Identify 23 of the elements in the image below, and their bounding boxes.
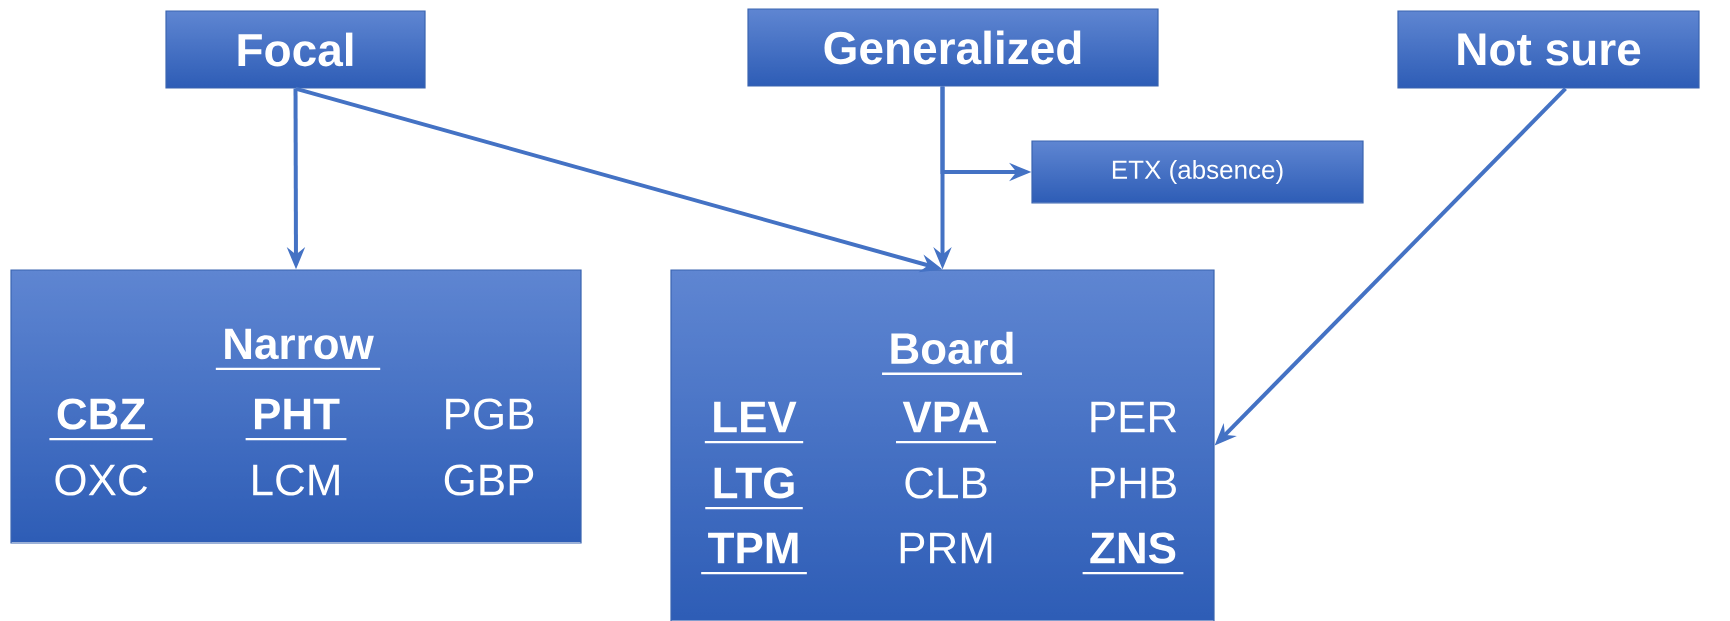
panel-heading: Narrow [215,328,381,371]
drug-label: CBZ [49,398,153,441]
drug-label: PGB [446,398,534,430]
drug-label: CLB [905,467,987,499]
drug-panel [10,269,582,544]
category-box: Generalized [747,8,1159,87]
drug-label: LCM [253,464,339,496]
drug-label: LTG [705,467,803,510]
drug-label: OXC [55,464,148,496]
category-box: Not sure [1397,10,1700,89]
category-box: ETX (absence) [1031,140,1364,204]
category-box: Focal [165,10,426,89]
drug-label: PER [1091,401,1177,433]
drug-label: GBP [444,464,534,496]
drug-label: PHB [1091,467,1176,499]
drug-label: ZNS [1082,532,1184,575]
drug-label: TPM [701,532,807,575]
drug-label: PRM [900,532,992,564]
drug-panel [670,269,1215,621]
drug-label: LEV [704,401,804,444]
drug-label: PHT [245,398,347,441]
drug-label: VPA [896,401,996,444]
panel-heading: Board [882,331,1022,375]
